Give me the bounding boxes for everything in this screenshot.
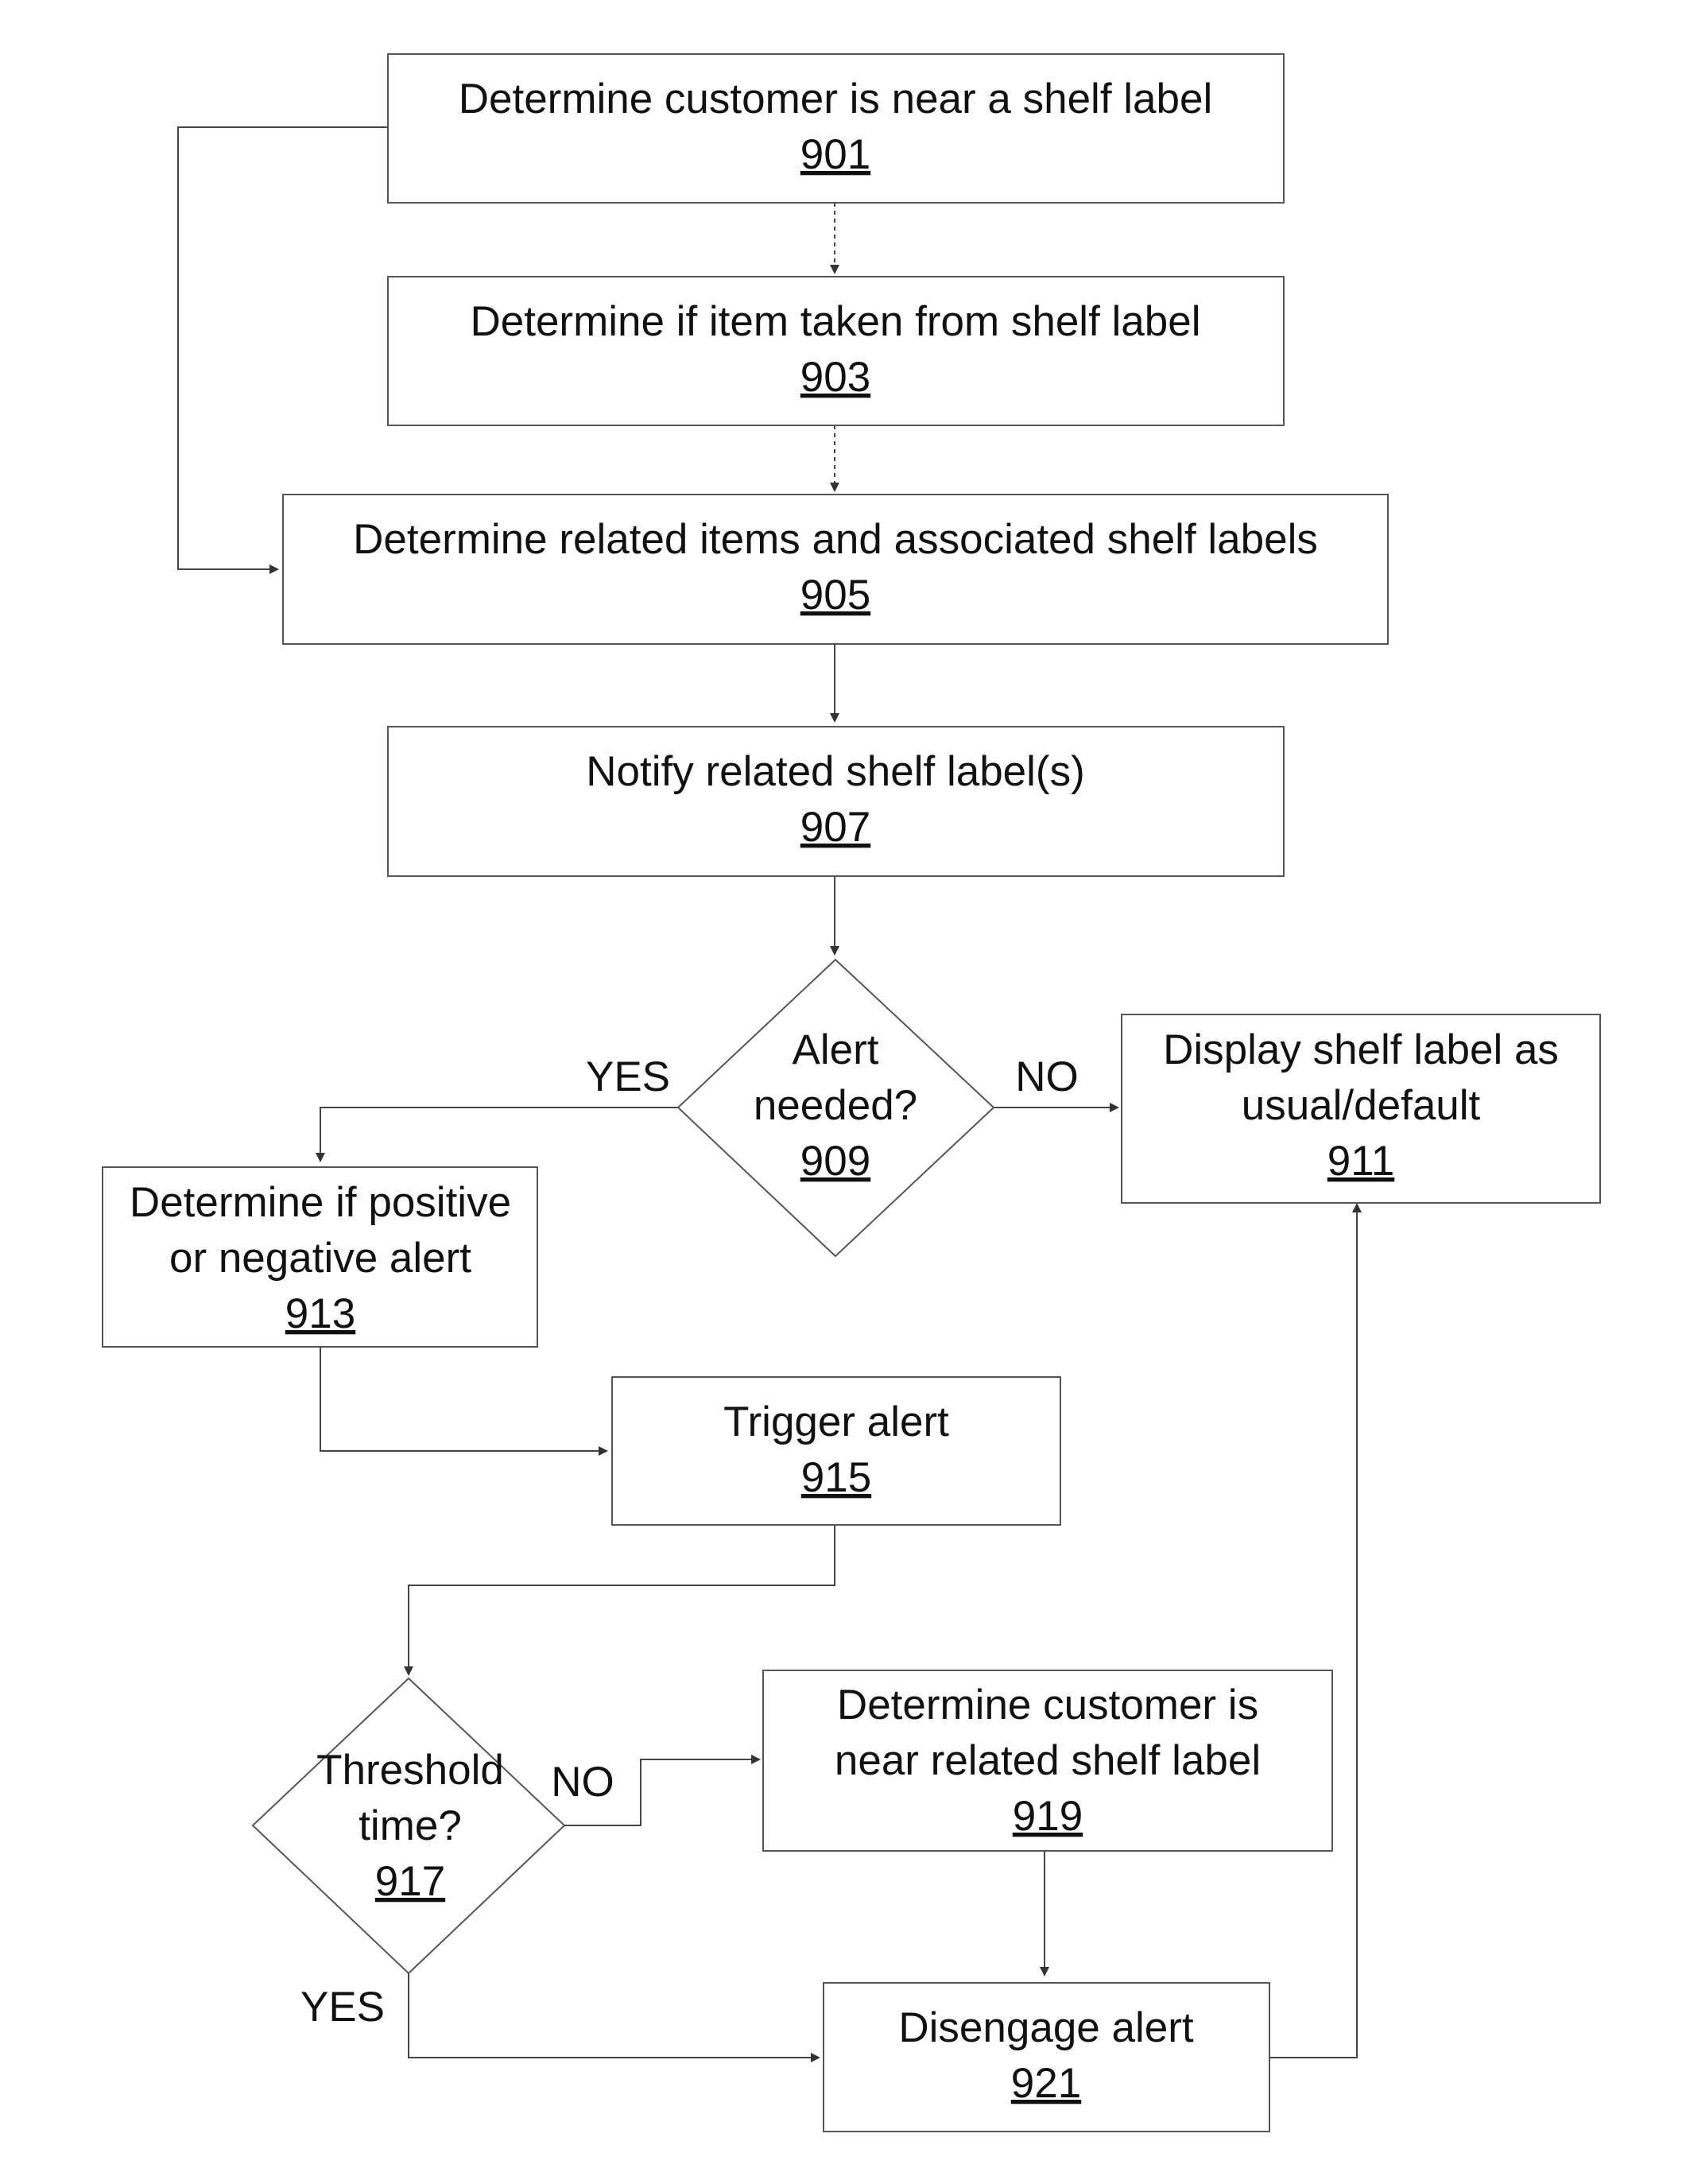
node-909-text-1: Alert bbox=[793, 1026, 879, 1073]
node-907-ref: 907 bbox=[800, 804, 870, 851]
node-913-text-2: or negative alert bbox=[169, 1235, 471, 1282]
node-917-text-1: Threshold bbox=[316, 1747, 504, 1794]
node-907-text-1: Notify related shelf label(s) bbox=[586, 748, 1084, 795]
node-921: Disengage alert 921 bbox=[824, 1983, 1269, 2132]
node-903: Determine if item taken from shelf label… bbox=[388, 277, 1284, 425]
node-901-ref: 901 bbox=[800, 131, 870, 178]
node-921-text-1: Disengage alert bbox=[898, 2004, 1194, 2051]
node-911-text-1: Display shelf label as bbox=[1163, 1026, 1559, 1073]
label-no-909: NO bbox=[1015, 1053, 1079, 1100]
node-911-ref: 911 bbox=[1327, 1138, 1395, 1185]
node-915-ref: 915 bbox=[801, 1454, 871, 1501]
label-yes-917: YES bbox=[300, 1984, 385, 2031]
node-909-ref: 909 bbox=[800, 1138, 870, 1185]
node-917: Threshold time? 917 bbox=[253, 1678, 564, 1973]
node-915: Trigger alert 915 bbox=[612, 1377, 1060, 1525]
node-913-text-1: Determine if positive bbox=[130, 1179, 511, 1226]
node-909-text-2: needed? bbox=[754, 1082, 917, 1129]
edge-917-921 bbox=[409, 1973, 819, 2058]
node-911-text-2: usual/default bbox=[1242, 1082, 1481, 1129]
node-919: Determine customer is near related shelf… bbox=[763, 1670, 1332, 1851]
label-no-917: NO bbox=[551, 1759, 614, 1806]
node-905-ref: 905 bbox=[800, 572, 870, 619]
node-911: Display shelf label as usual/default 911 bbox=[1122, 1014, 1600, 1203]
node-913-ref: 913 bbox=[285, 1290, 355, 1337]
node-913: Determine if positive or negative alert … bbox=[103, 1167, 537, 1347]
node-901-text-1: Determine customer is near a shelf label bbox=[459, 76, 1213, 122]
node-917-text-2: time? bbox=[359, 1802, 462, 1849]
label-yes-909: YES bbox=[586, 1053, 670, 1100]
edge-915-917 bbox=[409, 1525, 835, 1674]
node-915-text-1: Trigger alert bbox=[723, 1398, 949, 1445]
node-919-ref: 919 bbox=[1013, 1793, 1083, 1840]
node-903-text-1: Determine if item taken from shelf label bbox=[470, 298, 1200, 345]
node-907: Notify related shelf label(s) 907 bbox=[388, 727, 1284, 876]
node-919-text-2: near related shelf label bbox=[835, 1737, 1261, 1784]
node-905-text-1: Determine related items and associated s… bbox=[353, 516, 1318, 563]
node-909: Alert needed? 909 bbox=[678, 960, 994, 1256]
edge-909-913 bbox=[320, 1108, 678, 1161]
node-901: Determine customer is near a shelf label… bbox=[388, 54, 1284, 203]
node-917-ref: 917 bbox=[375, 1858, 445, 1905]
edge-921-911 bbox=[1269, 1204, 1357, 2058]
node-919-text-1: Determine customer is bbox=[837, 1682, 1258, 1728]
edge-913-915 bbox=[320, 1347, 607, 1451]
node-921-ref: 921 bbox=[1011, 2060, 1081, 2107]
node-905: Determine related items and associated s… bbox=[283, 495, 1388, 644]
node-903-ref: 903 bbox=[800, 354, 870, 401]
